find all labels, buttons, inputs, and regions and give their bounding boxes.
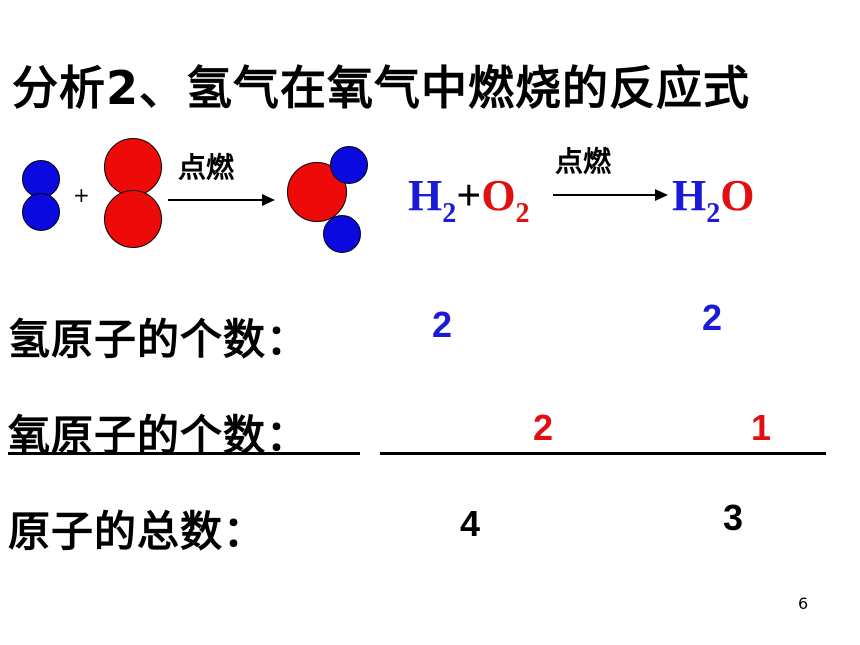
equation-plus: + <box>456 171 482 220</box>
row-label-oxygen: 氧原子的个数： <box>8 411 310 460</box>
equation-arrow <box>553 194 657 196</box>
slide-title: 分析2、氢气在氧气中燃烧的反应式 <box>12 61 751 115</box>
divider-line-left <box>8 452 360 455</box>
hydrogen-count-left: 2 <box>432 304 453 345</box>
row-label-total: 原子的总数： <box>8 507 267 556</box>
oxygen-atom <box>104 138 162 196</box>
diagram-plus: + <box>73 183 90 207</box>
diagram-condition: 点燃 <box>178 151 235 184</box>
divider-line-right <box>380 452 826 455</box>
chemical-equation: H2+O2 <box>408 170 530 229</box>
equation-product-o: O <box>720 171 755 220</box>
oxygen-count-left: 2 <box>533 407 554 448</box>
equation-arrow-head <box>655 189 668 201</box>
total-count-right: 3 <box>723 497 744 538</box>
page-number: 6 <box>798 594 809 613</box>
equation-product-h: H2 <box>672 171 721 229</box>
equation-reactant2: O2 <box>481 171 530 229</box>
diagram-arrow <box>168 199 264 201</box>
oxygen-atom <box>104 190 162 248</box>
equation-reactant1: H2 <box>408 171 457 229</box>
equation-condition: 点燃 <box>555 145 612 178</box>
equation-product: H2O <box>672 170 755 229</box>
hydrogen-atom <box>323 215 361 253</box>
hydrogen-atom <box>22 160 60 198</box>
hydrogen-atom <box>22 193 60 231</box>
total-count-left: 4 <box>460 503 481 544</box>
oxygen-count-right: 1 <box>751 407 772 448</box>
diagram-arrow-head <box>262 194 275 206</box>
hydrogen-atom <box>330 146 368 184</box>
row-label-hydrogen: 氢原子的个数： <box>8 315 310 364</box>
hydrogen-count-right: 2 <box>702 297 723 338</box>
